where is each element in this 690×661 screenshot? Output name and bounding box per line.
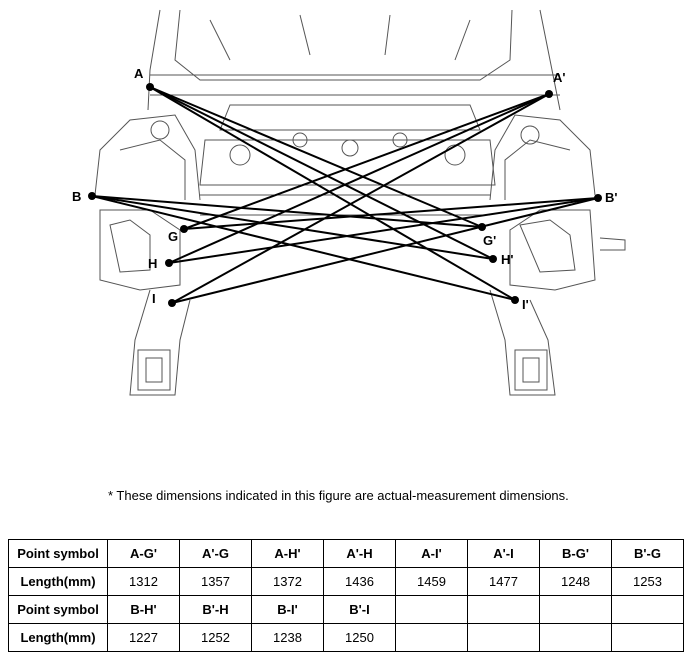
table-cell: B'-G bbox=[611, 539, 684, 568]
table-cell-empty bbox=[539, 595, 612, 624]
body-dimension-figure: A A' B B' G G' H H' I I' bbox=[72, 9, 626, 396]
table-cell-empty bbox=[395, 595, 468, 624]
table-cell-empty bbox=[611, 595, 684, 624]
table-row: Point symbol B-H' B'-H B-I' B'-I bbox=[8, 595, 684, 624]
table-cell: A'-G bbox=[179, 539, 252, 568]
measurement-line-bp-i bbox=[171, 197, 599, 304]
table-cell-empty bbox=[467, 595, 540, 624]
measurement-point-i bbox=[168, 299, 176, 307]
measurement-line-ap-g bbox=[183, 93, 550, 230]
table-row: Length(mm) 1227 1252 1238 1250 bbox=[8, 623, 684, 652]
measurement-points bbox=[88, 83, 602, 307]
table-row: Point symbol A-G' A'-G A-H' A'-H A-I' A'… bbox=[8, 539, 684, 568]
point-label-b-prime: B' bbox=[605, 190, 617, 205]
table-cell: 1253 bbox=[611, 567, 684, 596]
measurement-line-a-gp bbox=[149, 86, 483, 228]
point-label-a: A bbox=[134, 66, 144, 81]
table-cell: A-I' bbox=[395, 539, 468, 568]
measurement-note: * These dimensions indicated in this fig… bbox=[108, 488, 569, 503]
dimension-table: Point symbol A-G' A'-G A-H' A'-H A-I' A'… bbox=[8, 539, 684, 652]
table-cell: A'-I bbox=[467, 539, 540, 568]
point-label-i: I bbox=[152, 291, 156, 306]
table-row: Length(mm) 1312 1357 1372 1436 1459 1477… bbox=[8, 567, 684, 596]
table-cell: 1312 bbox=[107, 567, 180, 596]
table-cell-empty bbox=[611, 623, 684, 652]
table-cell: B-G' bbox=[539, 539, 612, 568]
measurement-line-bp-h bbox=[168, 197, 599, 264]
measurement-point-g bbox=[180, 225, 188, 233]
table-cell: 1372 bbox=[251, 567, 324, 596]
table-cell-empty bbox=[467, 623, 540, 652]
table-cell: 1227 bbox=[107, 623, 180, 652]
measurement-line-b-ip bbox=[91, 195, 516, 301]
table-cell: B'-H bbox=[179, 595, 252, 624]
table-cell-empty bbox=[395, 623, 468, 652]
measurement-lines bbox=[91, 86, 599, 304]
table-cell: 1477 bbox=[467, 567, 540, 596]
table-cell: A-G' bbox=[107, 539, 180, 568]
table-cell: 1459 bbox=[395, 567, 468, 596]
table-cell: 1248 bbox=[539, 567, 612, 596]
measurement-line-ap-h bbox=[168, 93, 550, 264]
measurement-point-b bbox=[88, 192, 96, 200]
row-header-point-symbol: Point symbol bbox=[8, 539, 108, 568]
measurement-point-ap bbox=[545, 90, 553, 98]
table-cell: A-H' bbox=[251, 539, 324, 568]
point-label-g-prime: G' bbox=[483, 233, 496, 248]
table-cell: B'-I bbox=[323, 595, 396, 624]
table-cell: 1250 bbox=[323, 623, 396, 652]
table-cell: 1436 bbox=[323, 567, 396, 596]
measurement-line-ap-i bbox=[171, 93, 550, 304]
measurement-point-a bbox=[146, 83, 154, 91]
measurement-point-ip bbox=[511, 296, 519, 304]
vehicle-frame-drawing bbox=[94, 9, 626, 396]
row-header-point-symbol: Point symbol bbox=[8, 595, 108, 624]
table-cell: B-I' bbox=[251, 595, 324, 624]
row-header-length: Length(mm) bbox=[8, 567, 108, 596]
table-cell-empty bbox=[539, 623, 612, 652]
measurement-line-bp-g bbox=[183, 197, 599, 230]
point-label-a-prime: A' bbox=[553, 70, 565, 85]
measurement-line-b-gp bbox=[91, 195, 483, 228]
table-cell: 1357 bbox=[179, 567, 252, 596]
point-label-g: G bbox=[168, 229, 178, 244]
point-label-i-prime: I' bbox=[522, 297, 529, 312]
measurement-point-hp bbox=[489, 255, 497, 263]
table-cell: A'-H bbox=[323, 539, 396, 568]
measurement-line-a-ip bbox=[149, 86, 516, 301]
measurement-point-bp bbox=[594, 194, 602, 202]
measurement-point-h bbox=[165, 259, 173, 267]
measurement-line-b-hp bbox=[91, 195, 494, 260]
table-cell: 1252 bbox=[179, 623, 252, 652]
measurement-point-gp bbox=[478, 223, 486, 231]
table-cell: 1238 bbox=[251, 623, 324, 652]
point-label-b: B bbox=[72, 189, 81, 204]
point-label-h-prime: H' bbox=[501, 252, 513, 267]
table-cell: B-H' bbox=[107, 595, 180, 624]
measurement-line-a-hp bbox=[149, 86, 494, 260]
point-label-h: H bbox=[148, 256, 157, 271]
row-header-length: Length(mm) bbox=[8, 623, 108, 652]
